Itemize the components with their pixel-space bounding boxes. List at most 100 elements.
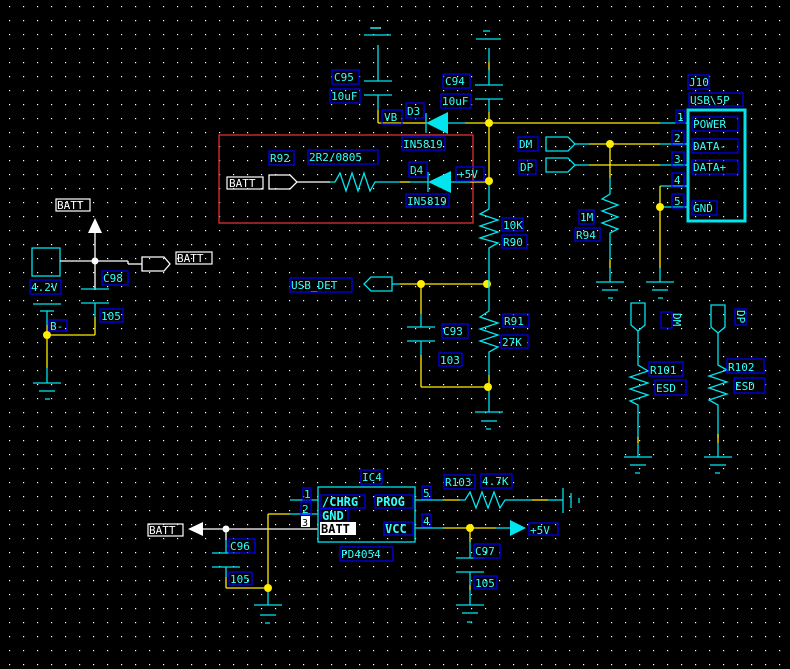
capacitor-c94[interactable] — [475, 30, 503, 112]
grid-dot — [415, 174, 417, 176]
grid-dot — [373, 552, 375, 554]
grid-dot — [345, 34, 347, 36]
battery-cell[interactable] — [31, 247, 61, 277]
grid-dot — [275, 20, 277, 22]
grid-dot — [541, 608, 543, 610]
grid-dot — [359, 552, 361, 554]
c95-value: 10uF — [331, 90, 358, 103]
grid-dot — [527, 272, 529, 274]
grid-dot — [219, 412, 221, 414]
grid-dot — [639, 160, 641, 162]
grid-dot — [345, 650, 347, 652]
grid-dot — [331, 342, 333, 344]
grid-dot — [415, 300, 417, 302]
resistor-r90[interactable] — [477, 205, 501, 270]
grid-dot — [723, 174, 725, 176]
capacitor-c93[interactable] — [407, 284, 489, 388]
grid-dot — [485, 118, 487, 120]
port-dp-esd[interactable] — [710, 304, 726, 334]
grid-dot — [191, 202, 193, 204]
port-batt-r92[interactable]: BATT — [226, 174, 298, 190]
grid-dot — [205, 216, 207, 218]
grid-dot — [191, 62, 193, 64]
grid-dot — [737, 384, 739, 386]
grid-dot — [191, 440, 193, 442]
port-dm-esd[interactable] — [630, 302, 646, 332]
grid-dot — [275, 300, 277, 302]
resistor-r94[interactable] — [600, 178, 620, 282]
grid-dot — [219, 496, 221, 498]
grid-dot — [541, 286, 543, 288]
grid-dot — [9, 314, 11, 316]
grid-dot — [709, 664, 711, 666]
grid-dot — [471, 118, 473, 120]
capacitor-c95[interactable] — [364, 27, 392, 123]
grid-dot — [23, 510, 25, 512]
grid-dot — [331, 216, 333, 218]
port-dp[interactable] — [545, 157, 576, 173]
grid-dot — [261, 48, 263, 50]
grid-dot — [65, 244, 67, 246]
grid-dot — [233, 398, 235, 400]
connector-j10[interactable] — [686, 108, 747, 223]
resistor-r91[interactable] — [477, 306, 501, 412]
grid-dot — [555, 510, 557, 512]
port-batt-top[interactable]: BATT — [55, 198, 91, 212]
grid-dot — [93, 664, 95, 666]
grid-dot — [611, 622, 613, 624]
grid-dot — [9, 202, 11, 204]
grid-dot — [373, 636, 375, 638]
diode-d4[interactable] — [427, 171, 489, 193]
resistor-r101[interactable] — [627, 331, 651, 457]
port-batt-right[interactable]: BATT — [141, 251, 213, 272]
grid-dot — [289, 76, 291, 78]
grid-dot — [639, 622, 641, 624]
grid-dot — [177, 468, 179, 470]
grid-dot — [723, 146, 725, 148]
resistor-r102[interactable] — [706, 333, 730, 457]
grid-dot — [751, 636, 753, 638]
grid-dot — [149, 594, 151, 596]
capacitor-c98[interactable] — [47, 288, 109, 336]
grid-dot — [135, 202, 137, 204]
grid-dot — [373, 426, 375, 428]
grid-dot — [597, 580, 599, 582]
grid-dot — [331, 146, 333, 148]
grid-dot — [471, 636, 473, 638]
grid-dot — [65, 538, 67, 540]
grid-dot — [233, 104, 235, 106]
port-usb-det[interactable] — [363, 276, 393, 292]
grid-dot — [583, 76, 585, 78]
grid-dot — [611, 552, 613, 554]
grid-dot — [471, 34, 473, 36]
svg-text:GND: GND — [693, 202, 713, 215]
grid-dot — [709, 496, 711, 498]
grid-dot — [569, 118, 571, 120]
port-dm[interactable] — [545, 136, 576, 152]
grid-dot — [751, 496, 753, 498]
grid-dot — [289, 370, 291, 372]
grid-dot — [303, 188, 305, 190]
grid-dot — [177, 202, 179, 204]
port-batt-ic[interactable]: BATT — [147, 523, 184, 537]
grid-dot — [457, 608, 459, 610]
capacitor-c97[interactable] — [456, 528, 484, 605]
grid-dot — [695, 580, 697, 582]
grid-dot — [653, 538, 655, 540]
c93-value: 103 — [440, 354, 460, 367]
grid-dot — [681, 20, 683, 22]
grid-dot — [541, 412, 543, 414]
ic-pd4054[interactable] — [317, 486, 416, 543]
resistor-r92[interactable] — [330, 170, 380, 194]
highlight-box[interactable] — [218, 134, 474, 224]
grid-dot — [191, 482, 193, 484]
grid-dot — [23, 90, 25, 92]
grid-dot — [485, 90, 487, 92]
grid-dot — [709, 286, 711, 288]
grid-dot — [779, 300, 781, 302]
resistor-r103[interactable] — [460, 490, 517, 510]
grid-dot — [457, 524, 459, 526]
grid-dot — [513, 426, 515, 428]
grid-dot — [261, 328, 263, 330]
